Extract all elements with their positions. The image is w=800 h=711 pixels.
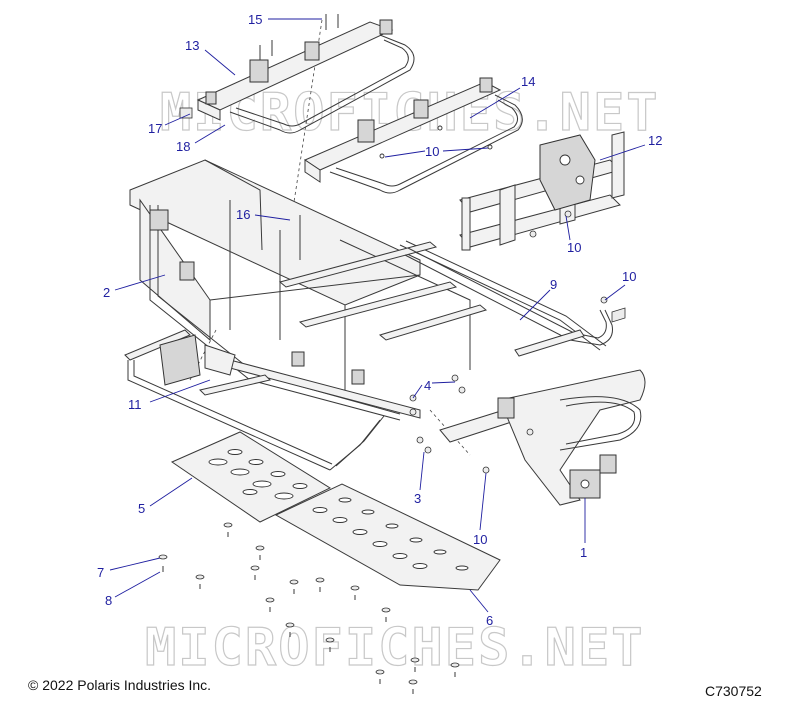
callout-4: 4 [424, 378, 431, 393]
callout-18: 18 [176, 139, 190, 154]
callout-16: 16 [236, 207, 250, 222]
callout-numbers: 15 13 14 17 18 10 12 10 16 2 9 10 11 4 3… [97, 12, 662, 628]
rack-frame-upper [179, 14, 415, 134]
callout-2: 2 [103, 285, 110, 300]
callout-11: 11 [128, 397, 142, 412]
watermark-bottom: MICROFICHES.NET [145, 618, 645, 678]
leader-lines [109, 18, 646, 613]
drawing-number: C730752 [705, 683, 762, 699]
callout-7: 7 [97, 565, 104, 580]
copyright-notice: © 2022 Polaris Industries Inc. [28, 677, 212, 693]
main-frame [129, 159, 607, 421]
callout-3: 3 [414, 491, 421, 506]
lower-frame [124, 329, 385, 471]
callout-10-right: 10 [622, 269, 636, 284]
rack-frame-middle [303, 77, 523, 194]
callout-10-lower: 10 [473, 532, 487, 547]
callout-17: 17 [148, 121, 162, 136]
callout-15: 15 [248, 12, 262, 27]
callout-10-top: 10 [425, 144, 439, 159]
skid-plate-right [274, 483, 501, 591]
rear-subframe [439, 369, 646, 506]
rear-rack-bracket [459, 131, 625, 251]
callout-9: 9 [550, 277, 557, 292]
callout-14: 14 [521, 74, 535, 89]
callout-6: 6 [486, 613, 493, 628]
rear-tube-bar [404, 247, 626, 357]
callout-13: 13 [185, 38, 199, 53]
skid-plate-left [170, 431, 332, 523]
callout-10-bracket: 10 [567, 240, 581, 255]
skid-plate-fasteners [158, 522, 460, 694]
callout-12: 12 [648, 133, 662, 148]
callout-5: 5 [138, 501, 145, 516]
callout-1: 1 [580, 545, 587, 560]
callout-8: 8 [105, 593, 112, 608]
